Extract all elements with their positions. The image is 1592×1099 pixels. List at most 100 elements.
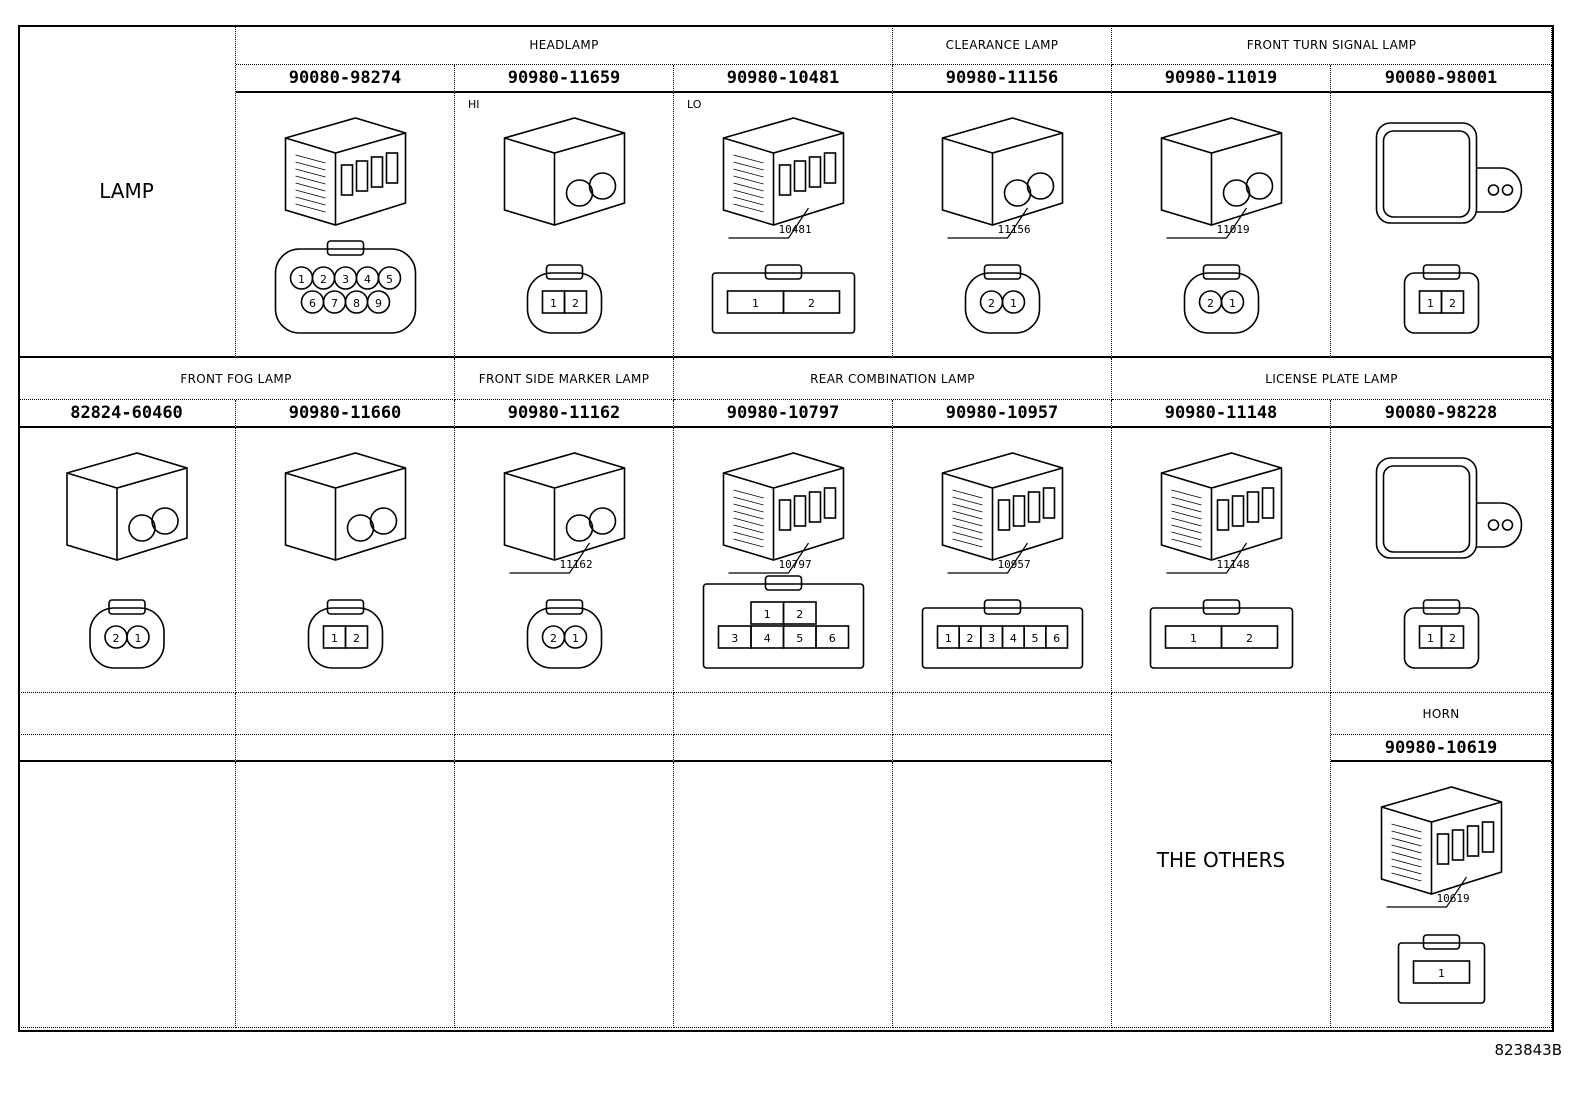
pin-number: 1	[1427, 297, 1434, 310]
part-number[interactable]: 90080-98274	[236, 65, 455, 93]
figure-id: 823843B	[1494, 1041, 1562, 1059]
empty-group-cell	[674, 693, 893, 735]
part-number[interactable]: 90980-11659	[455, 65, 674, 93]
pin-cavity	[1220, 625, 1279, 649]
part-number[interactable]: 90980-11019	[1112, 65, 1331, 93]
pin-number: 5	[386, 273, 393, 286]
empty-image-cell	[674, 762, 893, 1028]
empty-image-cell	[236, 762, 455, 1028]
empty-part-cell	[674, 735, 893, 762]
pin-number: 7	[331, 297, 338, 310]
connector-table	[18, 25, 1554, 1032]
pin-cavity	[1001, 290, 1026, 314]
part-number[interactable]: 90980-10481	[674, 65, 893, 93]
pin-number: 1	[1438, 967, 1445, 980]
part-number[interactable]: 90980-10619	[1331, 735, 1552, 762]
group-header-license-plate-lamp: LICENSE PLATE LAMP	[1112, 358, 1552, 400]
empty-part-cell	[893, 735, 1112, 762]
callout-leader-line	[1166, 207, 1247, 239]
pin-number: 2	[1207, 297, 1214, 310]
pin-number: 3	[731, 632, 738, 645]
pin-cavity	[1220, 290, 1245, 314]
pin-cavity	[1440, 290, 1465, 314]
group-header-clearance-lamp: CLEARANCE LAMP	[893, 25, 1112, 65]
pin-number: 1	[331, 632, 338, 645]
connector-3d-view-icon	[284, 117, 407, 226]
section-label-the-others: THE OTHERS	[1112, 693, 1331, 1028]
callout-leader-line	[728, 207, 809, 239]
part-number[interactable]: 82824-60460	[18, 400, 236, 428]
pin-number: 3	[988, 632, 995, 645]
callout-label: 10957	[998, 558, 1031, 571]
pin-number: 6	[309, 297, 316, 310]
pin-number: 2	[967, 632, 974, 645]
part-number[interactable]: 90080-98001	[1331, 65, 1552, 93]
callout-label: 11019	[1217, 223, 1250, 236]
part-number[interactable]: 90080-98228	[1331, 400, 1552, 428]
pin-number: 4	[764, 632, 771, 645]
callout-label: 11156	[998, 223, 1031, 236]
empty-image-cell	[455, 762, 674, 1028]
empty-part-cell	[18, 735, 236, 762]
pin-number: 1	[1190, 632, 1197, 645]
empty-part-cell	[455, 735, 674, 762]
part-number[interactable]: 90980-11156	[893, 65, 1112, 93]
pin-number: 4	[364, 273, 371, 286]
callout-label: 11148	[1217, 558, 1250, 571]
pin-number: 2	[1449, 632, 1456, 645]
section-label-lamp: LAMP	[18, 25, 236, 358]
pin-number: 1	[1427, 632, 1434, 645]
group-header-horn: HORN	[1331, 693, 1552, 735]
callout-label: 10797	[779, 558, 812, 571]
group-header-headlamp: HEADLAMP	[236, 25, 893, 65]
pin-cavity	[563, 625, 588, 649]
connector-3d-view-icon	[1375, 122, 1523, 224]
pin-number: 2	[550, 632, 557, 645]
callout-leader-line	[947, 542, 1028, 574]
callout-leader-line	[509, 542, 590, 574]
part-number[interactable]: 90980-11660	[236, 400, 455, 428]
pin-cavity	[782, 601, 817, 625]
part-number[interactable]: 90980-11148	[1112, 400, 1331, 428]
callout-leader-line	[947, 207, 1028, 239]
pin-number: 1	[298, 273, 305, 286]
empty-image-cell	[893, 762, 1112, 1028]
connector-3d-view-icon	[503, 452, 626, 561]
pin-cavity	[1440, 625, 1465, 649]
pin-number: 2	[113, 632, 120, 645]
part-number[interactable]: 90980-11162	[455, 400, 674, 428]
part-number[interactable]: 90980-10797	[674, 400, 893, 428]
part-number[interactable]: 90980-10957	[893, 400, 1112, 428]
connector-3d-view-icon	[1380, 786, 1503, 895]
connector-3d-view-icon	[1160, 117, 1283, 226]
pin-number: 8	[353, 297, 360, 310]
pin-cavity	[815, 625, 850, 649]
callout-label: 11162	[560, 558, 593, 571]
connector-3d-view-icon	[503, 117, 626, 226]
pin-number: 1	[550, 297, 557, 310]
